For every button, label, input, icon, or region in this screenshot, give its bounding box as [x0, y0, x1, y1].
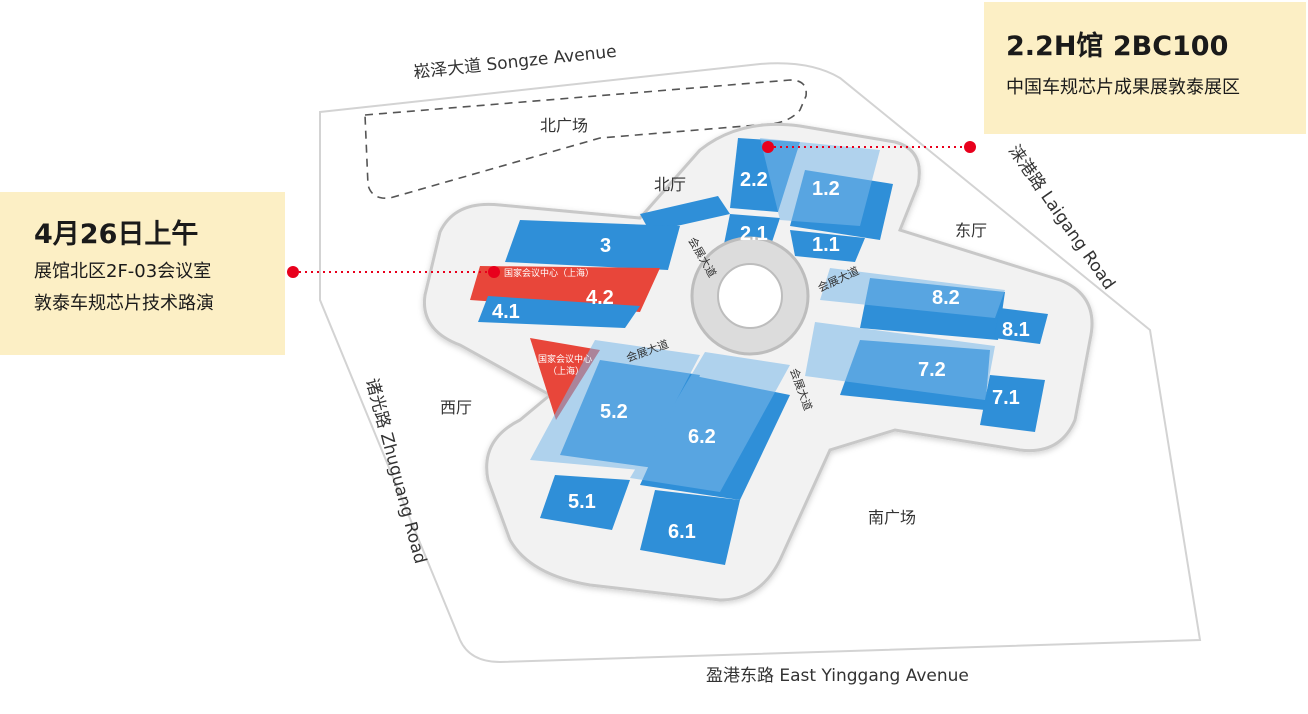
hall-label: 4.1 — [492, 301, 520, 323]
north-plaza-outline — [364, 79, 807, 200]
north-plaza-label: 北广场 — [540, 116, 588, 135]
hall-label: 1.2 — [812, 178, 840, 200]
hall-labels: 2.2 1.2 2.1 1.1 3 4.2 4.1 8.2 8.1 7.2 7.… — [492, 169, 1030, 543]
hall-label: 7.2 — [918, 359, 946, 381]
hall-7-1[interactable] — [980, 375, 1045, 432]
callout-right-title: 2.2H馆 2BC100 — [1006, 31, 1229, 62]
north-hall-connector — [640, 196, 730, 232]
hall-label: 5.1 — [568, 491, 596, 513]
hall-label: 6.2 — [688, 426, 716, 448]
callout-left-title: 4月26日上午 — [34, 219, 199, 250]
upper-level-overlays — [530, 138, 1005, 492]
hall-label: 2.2 — [740, 169, 768, 191]
conference-center-label: 国家会议中心（上海） — [504, 267, 594, 279]
conference-center-west — [530, 338, 600, 420]
hall-label: 8.2 — [932, 287, 960, 309]
hall-label: 7.1 — [992, 387, 1020, 409]
hall-label: 2.1 — [740, 223, 768, 245]
west-hall-label: 西厅 — [440, 398, 472, 417]
road-south-label: 盈港东路 East Yinggang Avenue — [706, 666, 969, 686]
hall-label: 4.2 — [586, 287, 614, 309]
hall-4-1[interactable] — [478, 296, 640, 328]
hall-8-1[interactable] — [994, 308, 1048, 344]
callout-left-line2: 敦泰车规芯片技术路演 — [34, 293, 214, 314]
callout-right-line1: 中国车规芯片成果展敦泰展区 — [1006, 77, 1240, 98]
hall-label: 6.1 — [668, 521, 696, 543]
hall-5-1[interactable] — [540, 475, 630, 530]
conference-center-west-label: 国家会议中心 — [538, 353, 592, 365]
road-north-label: 崧泽大道 Songze Avenue — [412, 42, 617, 83]
hall-label: 1.1 — [812, 234, 840, 256]
conference-center-west-label: （上海） — [548, 365, 584, 377]
hall-1-1[interactable] — [790, 230, 865, 262]
callout-left: 4月26日上午 展馆北区2F-03会议室 敦泰车规芯片技术路演 — [0, 192, 285, 355]
hall-label: 8.1 — [1002, 319, 1030, 341]
hall-3[interactable] — [505, 220, 680, 270]
north-hall-label: 北厅 — [654, 175, 686, 194]
central-ring-hole — [717, 263, 783, 329]
callout-left-line1: 展馆北区2F-03会议室 — [34, 261, 212, 282]
hall-6-1[interactable] — [640, 490, 740, 565]
south-plaza-label: 南广场 — [868, 508, 916, 527]
location-marker-icon — [488, 266, 500, 278]
hall-label: 3 — [600, 235, 611, 257]
callout-right: 2.2H馆 2BC100 中国车规芯片成果展敦泰展区 — [984, 2, 1306, 134]
east-hall-label: 东厅 — [955, 221, 987, 240]
hall-label: 5.2 — [600, 401, 628, 423]
location-marker-icon — [287, 266, 299, 278]
location-marker-icon — [964, 141, 976, 153]
location-marker-icon — [762, 141, 774, 153]
